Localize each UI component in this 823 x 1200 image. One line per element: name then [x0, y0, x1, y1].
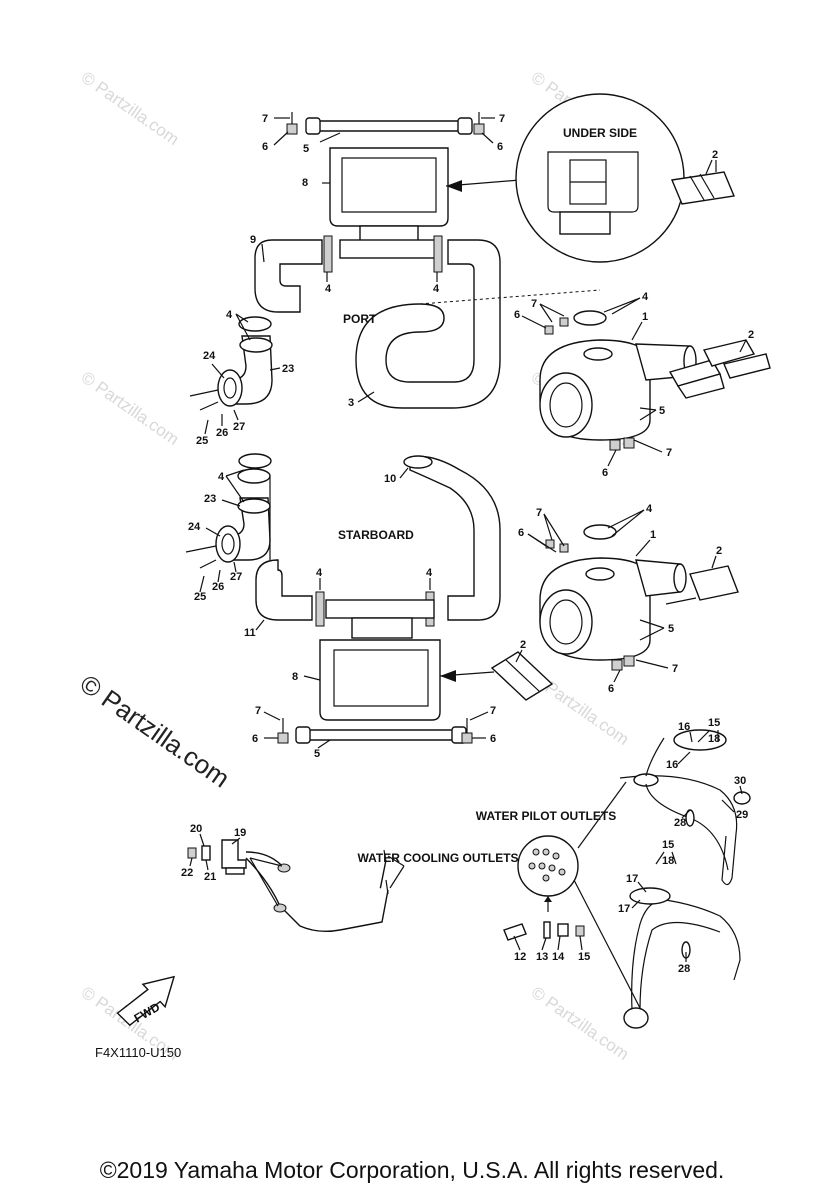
watermark-large: © Partzilla.com	[75, 668, 236, 793]
port-air-box	[539, 310, 771, 451]
svg-text:15: 15	[662, 839, 674, 851]
port-label: PORT	[343, 312, 377, 326]
svg-text:7: 7	[499, 113, 505, 125]
bottom-clamp-assembly	[264, 718, 486, 749]
svg-text:1: 1	[650, 529, 656, 541]
svg-text:27: 27	[230, 571, 242, 583]
svg-text:6: 6	[252, 733, 258, 745]
svg-text:6: 6	[497, 141, 503, 153]
water-box-bottom	[303, 599, 554, 721]
svg-text:12: 12	[514, 951, 526, 963]
svg-text:6: 6	[608, 683, 614, 695]
svg-text:6: 6	[602, 467, 608, 479]
svg-text:14: 14	[552, 951, 565, 963]
svg-text:21: 21	[204, 871, 216, 883]
svg-text:2: 2	[748, 329, 754, 341]
svg-text:27: 27	[233, 421, 245, 433]
svg-text:3: 3	[348, 397, 354, 409]
svg-text:4: 4	[642, 291, 649, 303]
svg-text:23: 23	[204, 493, 216, 505]
svg-text:25: 25	[194, 591, 206, 603]
underside-detail	[515, 93, 735, 263]
diagram-code: F4X1110-U150	[95, 1045, 181, 1060]
svg-text:15: 15	[708, 717, 720, 729]
svg-text:13: 13	[536, 951, 548, 963]
svg-text:4: 4	[433, 283, 440, 295]
svg-text:26: 26	[216, 427, 228, 439]
svg-text:15: 15	[578, 951, 590, 963]
starboard-hoses	[185, 455, 501, 627]
svg-text:9: 9	[250, 234, 256, 246]
svg-text:26: 26	[212, 581, 224, 593]
svg-text:16: 16	[666, 759, 678, 771]
svg-text:PORT: PORT	[343, 312, 377, 326]
svg-text:18: 18	[662, 855, 674, 867]
svg-text:17: 17	[618, 903, 630, 915]
svg-text:28: 28	[678, 963, 690, 975]
svg-text:4: 4	[316, 567, 323, 579]
svg-text:7: 7	[255, 705, 261, 717]
svg-text:20: 20	[190, 823, 202, 835]
svg-text:11: 11	[244, 627, 256, 639]
svg-text:29: 29	[736, 809, 748, 821]
svg-text:7: 7	[536, 507, 542, 519]
svg-text:19: 19	[234, 827, 246, 839]
svg-text:24: 24	[188, 521, 201, 533]
svg-text:18: 18	[708, 733, 720, 745]
under-side-label: UNDER SIDE	[563, 126, 637, 140]
svg-text:7: 7	[672, 663, 678, 675]
water-pilot-assembly	[503, 729, 751, 1029]
svg-text:WATER COOLING OUTLETS: WATER COOLING OUTLETS	[357, 851, 518, 865]
svg-text:22: 22	[181, 867, 193, 879]
fwd-arrow-icon	[116, 975, 176, 1027]
svg-text:7: 7	[531, 298, 537, 310]
top-clamp-assembly	[273, 112, 495, 146]
svg-text:6: 6	[490, 733, 496, 745]
svg-text:5: 5	[668, 623, 674, 635]
svg-text:7: 7	[490, 705, 496, 717]
svg-text:30: 30	[734, 775, 746, 787]
svg-text:4: 4	[218, 471, 225, 483]
watermark: © Partzilla.com	[528, 983, 633, 1064]
svg-text:28: 28	[674, 817, 686, 829]
svg-text:25: 25	[196, 435, 208, 447]
watermark: © Partzilla.com	[78, 368, 183, 449]
watermark: © Partzilla.com	[78, 68, 183, 149]
svg-text:8: 8	[292, 671, 298, 683]
svg-text:2: 2	[712, 149, 718, 161]
svg-text:7: 7	[666, 447, 672, 459]
svg-text:5: 5	[314, 748, 320, 760]
svg-text:4: 4	[325, 283, 332, 295]
water-cooling-outlets-label: WATER COOLING OUTLETS	[357, 851, 518, 865]
svg-text:6: 6	[262, 141, 268, 153]
svg-text:WATER PILOT OUTLETS: WATER PILOT OUTLETS	[476, 809, 616, 823]
svg-text:5: 5	[659, 405, 665, 417]
svg-text:24: 24	[203, 350, 216, 362]
svg-text:10: 10	[384, 473, 396, 485]
water-cooling-assembly	[187, 839, 389, 933]
svg-text:4: 4	[426, 567, 433, 579]
svg-text:23: 23	[282, 363, 294, 375]
svg-text:2: 2	[520, 639, 526, 651]
svg-text:6: 6	[518, 527, 524, 539]
svg-text:17: 17	[626, 873, 638, 885]
water-pilot-outlets-label: WATER PILOT OUTLETS	[476, 809, 616, 823]
svg-text:1: 1	[642, 311, 648, 323]
svg-text:6: 6	[514, 309, 520, 321]
svg-text:2: 2	[716, 545, 722, 557]
water-box-top	[322, 147, 449, 259]
svg-text:UNDER SIDE: UNDER SIDE	[563, 126, 637, 140]
svg-text:16: 16	[678, 721, 690, 733]
starboard-air-box	[539, 524, 739, 671]
svg-text:7: 7	[262, 113, 268, 125]
port-hoses	[189, 235, 601, 469]
svg-text:8: 8	[302, 177, 308, 189]
svg-text:4: 4	[646, 503, 653, 515]
svg-text:5: 5	[303, 143, 309, 155]
svg-text:STARBOARD: STARBOARD	[338, 528, 414, 542]
copyright-notice: ©2019 Yamaha Motor Corporation, U.S.A. A…	[100, 1157, 725, 1183]
svg-text:4: 4	[226, 309, 233, 321]
starboard-label: STARBOARD	[338, 528, 414, 542]
